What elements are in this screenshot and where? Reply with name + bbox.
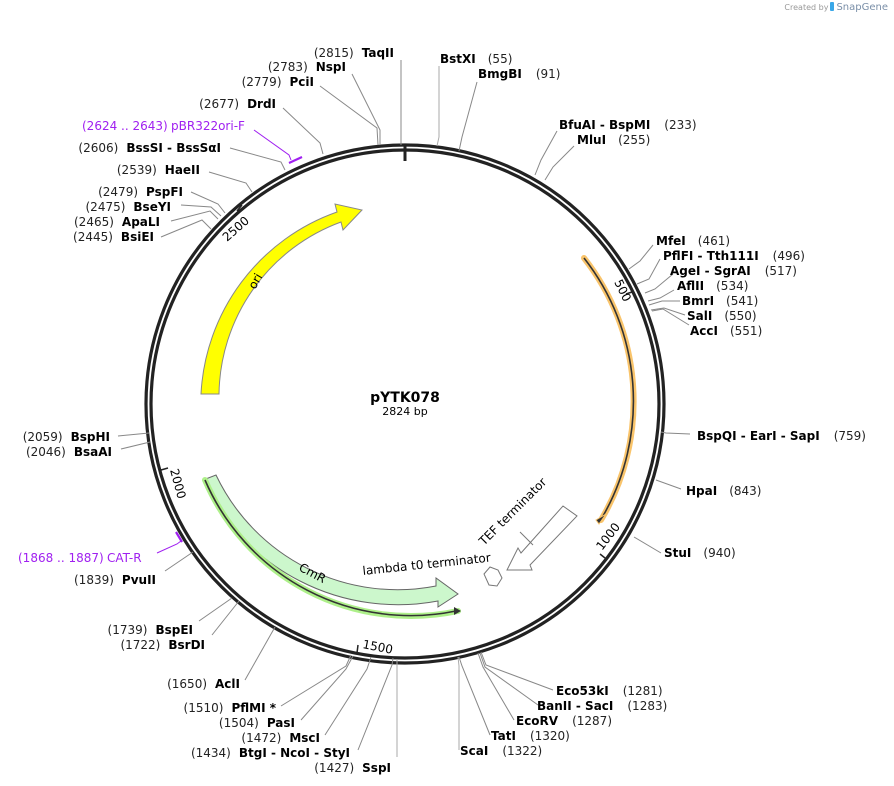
enzyme-site-aflii[interactable]: AflII(534) bbox=[677, 279, 748, 293]
enzyme-site-hpai[interactable]: HpaI(843) bbox=[686, 484, 761, 498]
enzyme-site-haeii[interactable]: (2539)HaeII bbox=[117, 163, 200, 177]
enzyme-site-taqii[interactable]: (2815)TaqII bbox=[314, 46, 394, 60]
enzyme-site-bseyi[interactable]: (2475)BseYI bbox=[86, 200, 172, 214]
enzyme-site-mfei[interactable]: MfeI(461) bbox=[656, 234, 730, 248]
backbone bbox=[144, 143, 666, 665]
enzyme-labels-right: BstXI(55) BmgBI(91) BfuAI - BspMI(233) M… bbox=[440, 52, 866, 758]
credit-brand: SnapGene bbox=[836, 2, 888, 13]
tick-2000: 2000 bbox=[167, 467, 188, 500]
feature-lambda-t0-terminator[interactable]: lambda t0 terminator bbox=[362, 551, 503, 587]
orf-orange[interactable] bbox=[581, 255, 637, 525]
orf-green[interactable] bbox=[202, 477, 461, 619]
enzyme-site-agei[interactable]: AgeI - SgrAI(517) bbox=[670, 264, 797, 278]
enzyme-site-tati[interactable]: TatI(1320) bbox=[491, 729, 570, 743]
snapgene-logo-icon bbox=[830, 2, 835, 11]
snapgene-credit: Created by SnapGene bbox=[784, 2, 888, 13]
enzyme-site-stui[interactable]: StuI(940) bbox=[664, 546, 736, 560]
enzyme-site-nspi[interactable]: (2783)NspI bbox=[268, 60, 346, 74]
enzyme-site-bsiei[interactable]: (2445)BsiEI bbox=[73, 230, 154, 244]
enzyme-site-pspfi[interactable]: (2479)PspFI bbox=[98, 185, 183, 199]
primer-label: CAT-R bbox=[107, 551, 142, 565]
enzyme-site-btgi[interactable]: (1434)BtgI - NcoI - StyI bbox=[191, 746, 350, 760]
enzyme-site-apali[interactable]: (2465)ApaLI bbox=[74, 215, 160, 229]
enzyme-site-bmgbi[interactable]: BmgBI(91) bbox=[478, 67, 561, 81]
enzyme-site-drdi[interactable]: (2677)DrdI bbox=[199, 97, 276, 111]
feature-tef-terminator[interactable]: TEF terminator bbox=[476, 475, 578, 571]
enzyme-labels-left: (2815)TaqII (2783)NspI (2779)PciI (2677)… bbox=[23, 46, 394, 775]
plasmid-length: 2824 bp bbox=[382, 405, 427, 418]
feature-ori[interactable]: ori bbox=[200, 203, 363, 395]
enzyme-site-acci[interactable]: AccI(551) bbox=[690, 324, 762, 338]
enzyme-leaders-left bbox=[117, 60, 402, 757]
tick-1500: 1500 bbox=[361, 637, 394, 657]
primer-cat-r[interactable]: (1868 .. 1887) CAT-R bbox=[18, 531, 183, 565]
enzyme-site-pcii[interactable]: (2779)PciI bbox=[242, 75, 314, 89]
primer-label: pBR322ori-F bbox=[171, 119, 245, 133]
credit-prefix: Created by bbox=[784, 3, 829, 12]
enzyme-site-bsrdi[interactable]: (1722)BsrDI bbox=[120, 638, 205, 652]
enzyme-site-mlui[interactable]: MluI(255) bbox=[577, 133, 650, 147]
feature-label-ori: ori bbox=[245, 271, 265, 292]
enzyme-site-bsphi[interactable]: (2059)BspHI bbox=[23, 430, 110, 444]
tick-500: 500 bbox=[611, 277, 634, 304]
enzyme-site-bfuai[interactable]: BfuAI - BspMI(233) bbox=[559, 118, 697, 132]
enzyme-site-scai[interactable]: ScaI(1322) bbox=[460, 744, 542, 758]
feature-label-lambda-t0-terminator: lambda t0 terminator bbox=[362, 551, 492, 578]
enzyme-leaders-right bbox=[436, 66, 691, 750]
enzyme-site-sspi[interactable]: (1427)SspI bbox=[314, 761, 391, 775]
enzyme-site-pvuii[interactable]: (1839)PvuII bbox=[74, 573, 156, 587]
plasmid-name: pYTK078 bbox=[370, 390, 440, 406]
enzyme-site-bstxi[interactable]: BstXI(55) bbox=[440, 52, 512, 66]
enzyme-site-pflmi[interactable]: (1510)PflMI * bbox=[184, 701, 277, 715]
primer-pbr322ori-f[interactable]: (2624 .. 2643) pBR322ori-F bbox=[82, 119, 303, 164]
enzyme-site-sali[interactable]: SalI(550) bbox=[687, 309, 757, 323]
enzyme-site-ecorv[interactable]: EcoRV(1287) bbox=[516, 714, 612, 728]
enzyme-site-eco53ki[interactable]: Eco53kI(1281) bbox=[556, 684, 663, 698]
enzyme-site-bspqi[interactable]: BspQI - EarI - SapI(759) bbox=[697, 429, 866, 443]
enzyme-site-bsssi[interactable]: (2606)BssSI - BssSαI bbox=[78, 141, 221, 155]
primer-pos: (2624 .. 2643) bbox=[82, 119, 168, 133]
enzyme-site-acli[interactable]: (1650)AclI bbox=[167, 677, 240, 691]
enzyme-site-bspei[interactable]: (1739)BspEI bbox=[108, 623, 193, 637]
primer-pos: (1868 .. 1887) bbox=[18, 551, 104, 565]
enzyme-site-pasi[interactable]: (1504)PasI bbox=[219, 716, 295, 730]
enzyme-site-msci[interactable]: (1472)MscI bbox=[241, 731, 320, 745]
enzyme-site-bsaai[interactable]: (2046)BsaAI bbox=[26, 445, 112, 459]
enzyme-site-pflfi[interactable]: PflFI - Tth111I(496) bbox=[663, 249, 805, 263]
enzyme-site-bmri[interactable]: BmrI(541) bbox=[682, 294, 758, 308]
enzyme-site-banii[interactable]: BanII - SacI(1283) bbox=[537, 699, 667, 713]
